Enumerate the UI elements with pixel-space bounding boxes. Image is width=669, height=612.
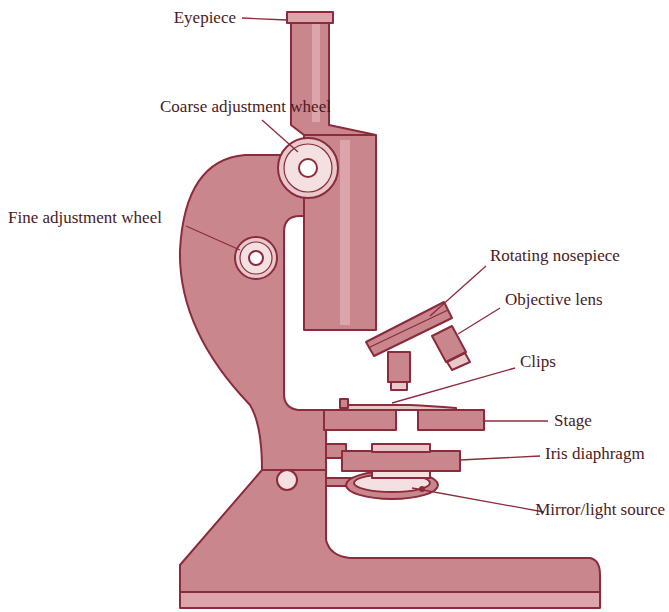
leader-line (430, 266, 486, 316)
eyepiece-cap (287, 12, 333, 23)
clip-pin (340, 399, 348, 408)
fine-wheel-hub (249, 251, 263, 265)
part-label: Objective lens (505, 290, 603, 310)
base-strip (180, 592, 600, 608)
part-label: Fine adjustment wheel (8, 208, 162, 228)
leader-line (392, 368, 515, 403)
base (180, 470, 600, 592)
objective-tip (391, 382, 407, 390)
coarse-wheel-hub (299, 159, 317, 177)
diaphragm-lens (372, 444, 430, 452)
part-label: Mirror/light source (535, 500, 665, 520)
part-label: Iris diaphragm (545, 444, 645, 464)
coarse-wheel (278, 138, 338, 198)
objective-tip (447, 353, 470, 370)
fine-wheel-rim (240, 242, 272, 274)
clip (342, 405, 456, 410)
fine-wheel (235, 237, 277, 279)
tube-highlight (340, 140, 350, 325)
leader-line (460, 456, 540, 460)
part-label: Eyepiece (174, 8, 236, 28)
part-label: Rotating nosepiece (490, 246, 620, 266)
part-label: Clips (520, 352, 556, 372)
leader-line (458, 308, 500, 334)
mirror (346, 471, 438, 499)
part-label: Coarse adjustment wheel (160, 97, 331, 117)
tube-step (304, 134, 376, 136)
diaphragm-holder (342, 451, 460, 471)
diaphragm-ring (372, 471, 430, 478)
leader-line (412, 488, 544, 512)
leader-line (242, 18, 287, 20)
leader-line (186, 226, 240, 250)
leader-line (484, 420, 548, 421)
pivot (277, 470, 297, 490)
part-label: Stage (554, 411, 592, 431)
objective (388, 352, 410, 382)
stage-right (418, 410, 484, 430)
coarse-wheel-rim (284, 144, 332, 192)
leader-line (262, 120, 298, 152)
stage-left (324, 410, 396, 430)
